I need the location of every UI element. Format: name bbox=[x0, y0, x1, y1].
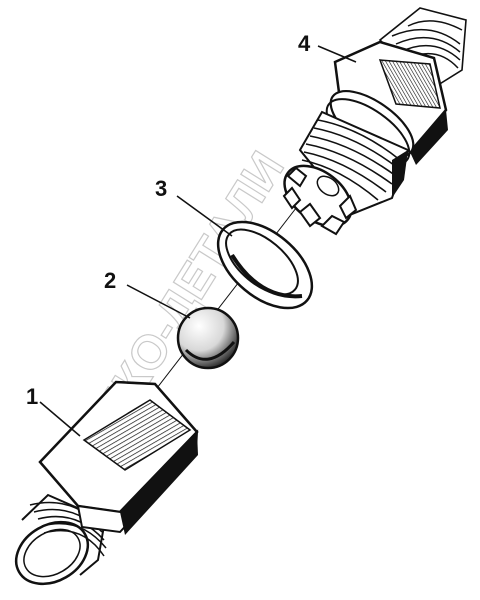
leader-line-3 bbox=[176, 195, 233, 237]
part-number-4: 4 bbox=[298, 31, 311, 56]
part-1-hex-body bbox=[14, 380, 199, 586]
part-4-castellated-end bbox=[282, 164, 358, 236]
leader-line-4 bbox=[317, 45, 357, 63]
part-1-thread bbox=[14, 493, 107, 586]
assembly-axis bbox=[139, 189, 311, 411]
leader-line-1 bbox=[39, 401, 81, 437]
part-number-1: 1 bbox=[26, 384, 38, 409]
part-number-2: 2 bbox=[104, 268, 116, 293]
part-2-ball bbox=[176, 306, 240, 370]
part-number-3: 3 bbox=[155, 176, 167, 201]
leader-line-2 bbox=[126, 284, 191, 319]
leader-lines bbox=[39, 45, 357, 437]
part-4-nipple bbox=[282, 7, 467, 236]
